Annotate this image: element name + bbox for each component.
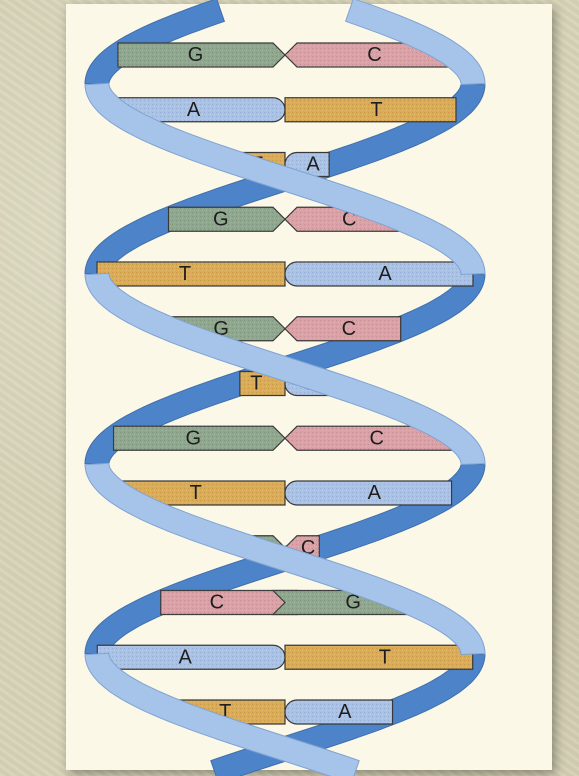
backbone-back-segment-6	[85, 0, 224, 85]
base-label-right-3: A	[306, 154, 320, 176]
base-label-left-2: A	[187, 99, 201, 121]
base-label-left-8: G	[186, 427, 202, 449]
base-label-left-9: T	[190, 482, 202, 504]
base-label-right-2: T	[370, 99, 382, 121]
base-label-left-12: A	[179, 646, 193, 668]
base-label-left-4: G	[213, 208, 229, 230]
base-label-right-12: T	[379, 646, 391, 668]
base-label-right-8: C	[369, 427, 383, 449]
base-label-right-9: A	[368, 482, 382, 504]
base-label-left-11: C	[210, 592, 224, 614]
base-label-right-1: C	[367, 44, 381, 66]
base-label-right-13: A	[338, 701, 352, 723]
base-label-right-5: A	[378, 263, 392, 285]
base-label-left-1: G	[188, 44, 204, 66]
base-label-right-6: C	[342, 318, 356, 340]
base-label-left-7: T	[250, 373, 262, 395]
backbone-front-segment-1	[346, 0, 485, 85]
base-label-left-5: T	[179, 263, 191, 285]
